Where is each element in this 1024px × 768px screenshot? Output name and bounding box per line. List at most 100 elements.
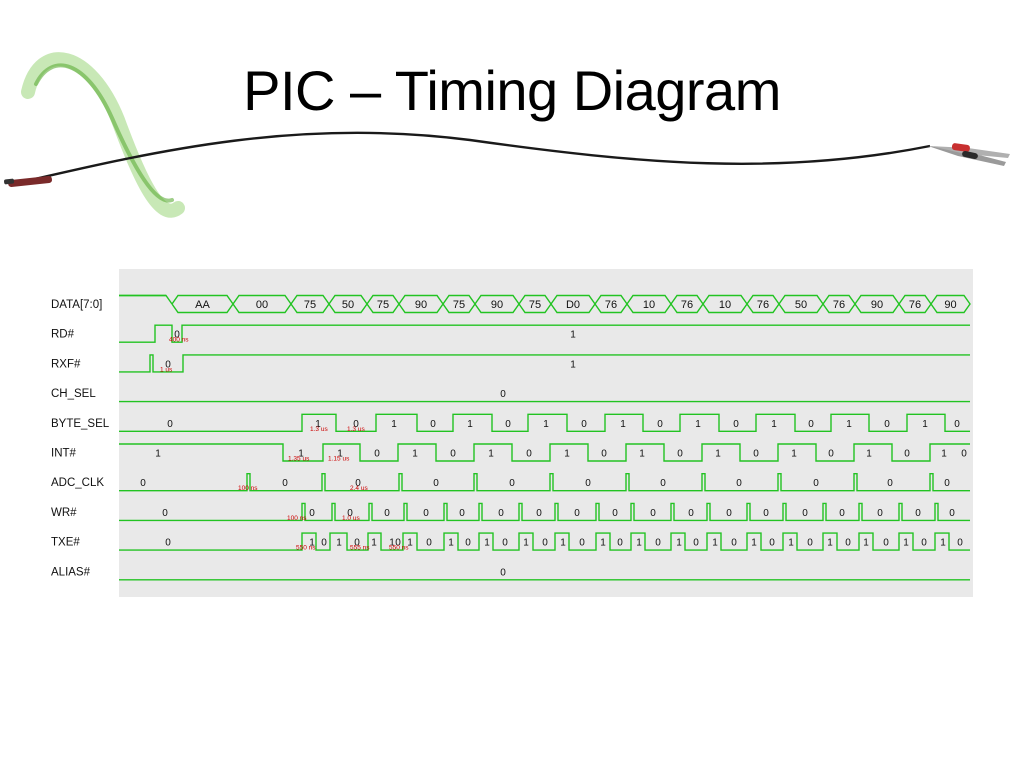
- value-label: 1: [371, 538, 377, 549]
- timing-diagram-panel: [119, 269, 973, 597]
- value-label: 0: [944, 478, 950, 489]
- value-label: 0: [769, 538, 775, 549]
- value-label: 0: [526, 449, 532, 460]
- bus-value: 75: [304, 299, 316, 311]
- bus-value: 76: [833, 299, 845, 311]
- value-label: 1: [846, 419, 852, 430]
- value-label: 0: [802, 508, 808, 519]
- value-label: 0: [433, 478, 439, 489]
- value-label: 0: [904, 449, 910, 460]
- timing-annotation: 550 ns: [296, 545, 316, 552]
- value-label: 0: [574, 508, 580, 519]
- value-label: 1: [788, 538, 794, 549]
- value-label: 0: [430, 419, 436, 430]
- value-label: 0: [500, 567, 506, 578]
- value-label: 0: [693, 538, 699, 549]
- value-label: 0: [655, 538, 661, 549]
- bus-value: 90: [871, 299, 883, 311]
- value-label: 0: [395, 538, 401, 549]
- value-label: 1: [863, 538, 869, 549]
- value-label: 1: [389, 538, 395, 549]
- value-label: 0: [733, 419, 739, 430]
- value-label: 0: [374, 449, 380, 460]
- bus-value: 75: [453, 299, 465, 311]
- value-label: 0: [845, 538, 851, 549]
- timing-annotation: 100 ns: [238, 485, 258, 492]
- value-label: 1: [448, 538, 454, 549]
- bus-value: 76: [681, 299, 693, 311]
- value-label: 1: [309, 538, 315, 549]
- value-label: 1: [715, 449, 721, 460]
- value-label: 0: [500, 389, 506, 400]
- value-label: 0: [498, 508, 504, 519]
- value-label: 0: [347, 508, 353, 519]
- signal-name-int: INT#: [51, 448, 77, 460]
- value-label: 0: [450, 449, 456, 460]
- value-label: 0: [808, 419, 814, 430]
- value-label: 0: [839, 508, 845, 519]
- bus-value: 75: [377, 299, 389, 311]
- signal-name-wr: WR#: [51, 507, 77, 519]
- bus-value: 90: [415, 299, 427, 311]
- timing-annotation: 100 ns: [287, 515, 307, 522]
- value-label: 1: [523, 538, 529, 549]
- value-label: 1: [543, 419, 549, 430]
- value-label: 0: [354, 538, 360, 549]
- value-label: 0: [167, 419, 173, 430]
- value-label: 0: [321, 538, 327, 549]
- value-label: 1: [620, 419, 626, 430]
- value-label: 0: [581, 419, 587, 430]
- decor-probe-art: [4, 52, 1010, 218]
- value-label: 0: [726, 508, 732, 519]
- bus-value: 50: [795, 299, 807, 311]
- value-label: 0: [423, 508, 429, 519]
- value-label: 1: [676, 538, 682, 549]
- value-label: 1: [791, 449, 797, 460]
- signal-name-rd: RD#: [51, 329, 75, 341]
- value-label: 0: [579, 538, 585, 549]
- bus-segment: [930, 294, 971, 314]
- value-label: 0: [763, 508, 769, 519]
- value-label: 1: [412, 449, 418, 460]
- value-label: 0: [165, 538, 171, 549]
- waveform-int: [119, 443, 970, 462]
- value-label: 1: [922, 419, 928, 430]
- value-label: 1: [155, 449, 161, 460]
- bus-value: 90: [491, 299, 503, 311]
- value-label: 1: [570, 359, 576, 370]
- bus-value: 76: [605, 299, 617, 311]
- value-label: 0: [813, 478, 819, 489]
- value-label: 0: [657, 419, 663, 430]
- value-label: 1: [488, 449, 494, 460]
- value-label: 0: [883, 538, 889, 549]
- value-label: 1: [391, 419, 397, 430]
- timing-annotation: 2.4 us: [350, 485, 368, 492]
- value-label: 0: [650, 508, 656, 519]
- value-label: 0: [162, 508, 168, 519]
- value-label: 0: [957, 538, 963, 549]
- value-label: 0: [426, 538, 432, 549]
- value-label: 0: [884, 419, 890, 430]
- value-label: 0: [961, 449, 967, 460]
- value-label: 0: [677, 449, 683, 460]
- value-label: 1: [484, 538, 490, 549]
- value-label: 0: [887, 478, 893, 489]
- bus-value: 76: [909, 299, 921, 311]
- value-label: 0: [949, 508, 955, 519]
- value-label: 1: [564, 449, 570, 460]
- value-label: 0: [465, 538, 471, 549]
- value-label: 1: [467, 419, 473, 430]
- decor-clip-right: [928, 143, 1010, 166]
- timing-annotation: 1.35 us: [288, 456, 310, 463]
- value-label: 0: [282, 478, 288, 489]
- signal-name-byte-sel: BYTE_SEL: [51, 418, 110, 430]
- value-label: 0: [601, 449, 607, 460]
- value-label: 0: [505, 419, 511, 430]
- waveform-wr: [119, 502, 970, 522]
- bus-value: AA: [195, 299, 210, 311]
- value-label: 0: [459, 508, 465, 519]
- timing-annotation: 1.0 us: [342, 515, 360, 522]
- timing-annotation: 550 ns: [389, 545, 409, 552]
- value-label: 0: [502, 538, 508, 549]
